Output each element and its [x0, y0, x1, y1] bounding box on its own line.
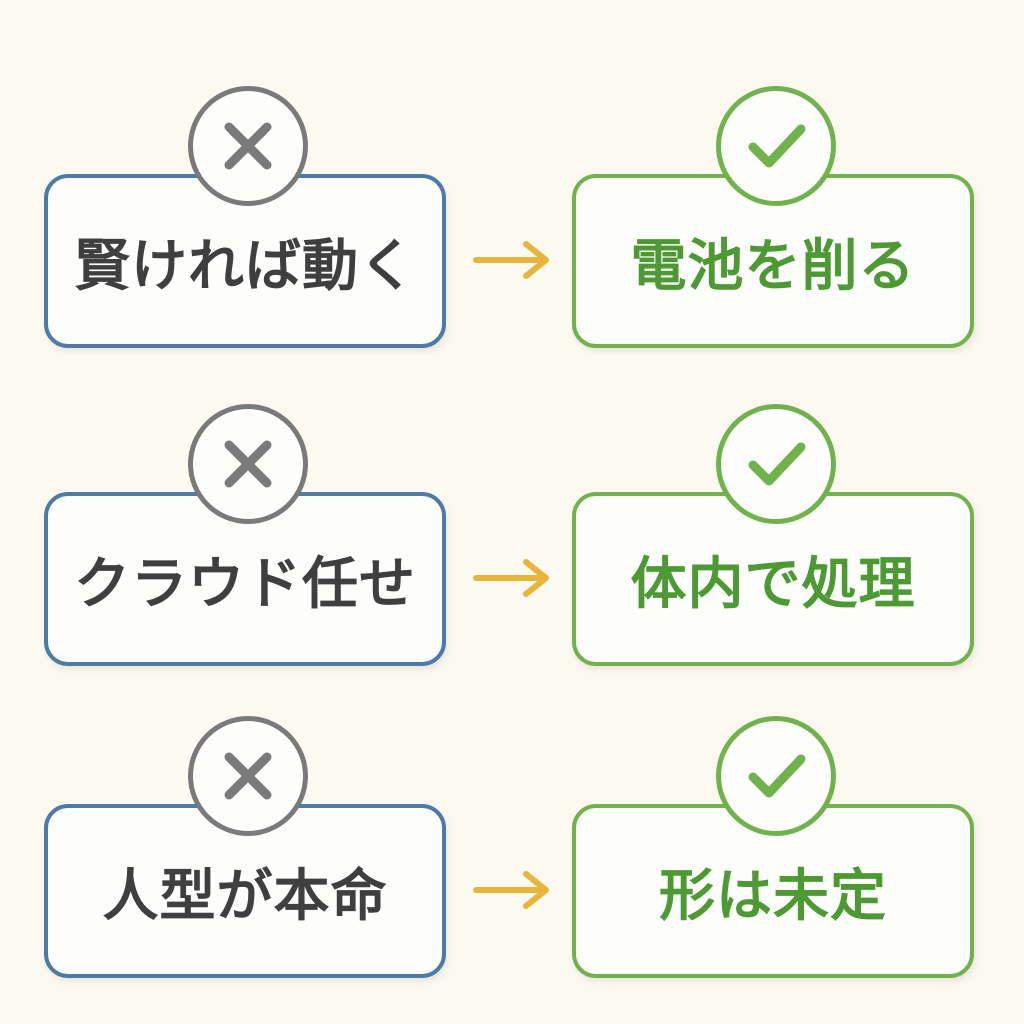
cross-icon — [188, 86, 308, 206]
comparison-row: 人型が本命 形は未定 — [0, 716, 1024, 978]
right-card-text: 形は未定 — [659, 863, 887, 929]
arrow-right-icon — [473, 871, 549, 909]
check-icon — [716, 716, 836, 836]
comparison-row: クラウド任せ 体内で処理 — [0, 404, 1024, 666]
right-card-text: 体内で処理 — [630, 551, 916, 617]
wrong-card-text: 人型が本命 — [102, 863, 388, 929]
comparison-row: 賢ければ動く 電池を削る — [0, 86, 1024, 348]
cross-icon — [188, 716, 308, 836]
wrong-card: クラウド任せ — [44, 492, 446, 666]
arrow-right-icon — [473, 559, 549, 597]
check-icon — [716, 86, 836, 206]
cross-icon — [188, 404, 308, 524]
check-icon — [716, 404, 836, 524]
right-card-text: 電池を削る — [630, 233, 916, 299]
wrong-card-text: 賢ければ動く — [74, 233, 416, 299]
arrow-right-icon — [473, 241, 549, 279]
wrong-card-text: クラウド任せ — [74, 551, 416, 617]
